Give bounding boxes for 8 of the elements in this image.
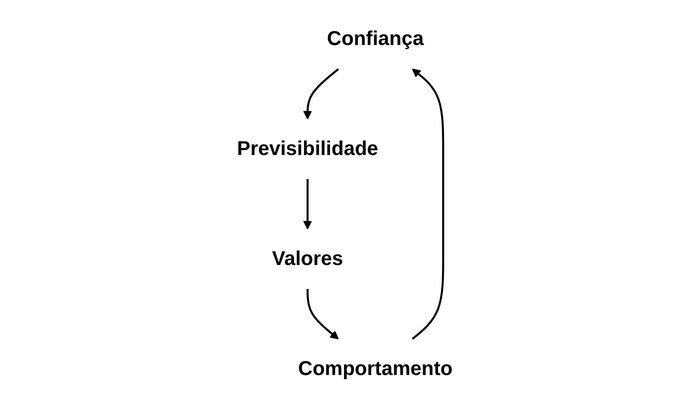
arrow [302, 68, 339, 120]
node-text: Comportamento [298, 358, 452, 380]
node-text: Previsibilidade [236, 138, 378, 160]
node-text: Confiança [326, 28, 424, 50]
node-text: Valores [272, 248, 343, 270]
arrow [411, 68, 444, 340]
arrow [302, 179, 312, 230]
arrow [306, 289, 338, 340]
